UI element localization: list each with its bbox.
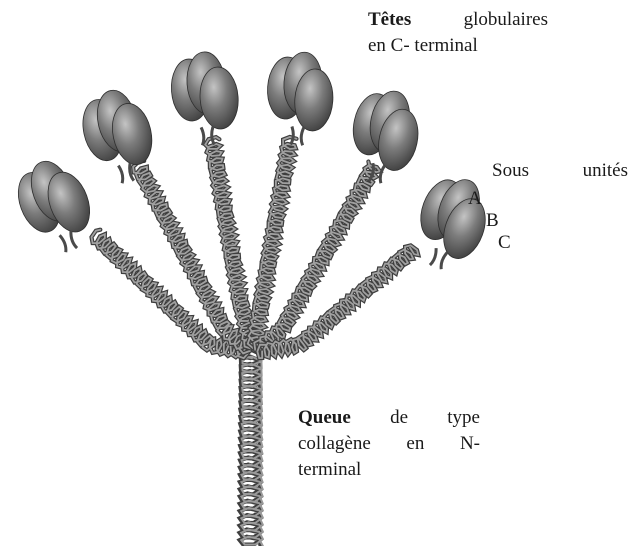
subunit-letter-a: A: [468, 188, 482, 210]
arm-3-head-cluster: [169, 50, 241, 147]
tail-rest-text: de type: [390, 407, 480, 428]
arm-6-head-cluster: [405, 168, 499, 278]
subunit-letter-c: C: [498, 232, 511, 254]
collagen-tail: [240, 350, 263, 546]
subunit-letter-b: B: [486, 210, 499, 232]
arm-1-head-cluster: [9, 151, 103, 261]
arm-4-head-linker: [291, 127, 304, 146]
arm-6-coil: [257, 245, 418, 358]
arms-group: [92, 137, 419, 358]
heads-bold-text: Têtes: [368, 9, 411, 30]
arm-6-head-linker: [430, 248, 447, 269]
tail-label-line1: Queue de type: [298, 405, 480, 431]
tail-label: Queue de type collagène en N- terminal: [298, 405, 480, 483]
arm-1-head-linker: [60, 231, 77, 252]
heads-label: Têtes globulaires en C- terminal: [368, 7, 548, 59]
heads-label-line2: en C- terminal: [368, 35, 478, 56]
tail-bold-text: Queue: [298, 407, 351, 428]
tail-label-line2: collagène en N-: [298, 431, 480, 457]
arm-4-head-cluster: [264, 50, 336, 147]
heads-rest-text: globulaires: [464, 9, 548, 30]
arm-6-coil-highlight: [257, 245, 418, 358]
arm-5-head-cluster: [343, 84, 427, 189]
globular-heads-group: [9, 50, 499, 279]
subunits-label: Sous unités: [492, 158, 628, 184]
heads-label-line1: Têtes globulaires: [368, 7, 548, 33]
tail-label-line3: terminal: [298, 457, 480, 483]
